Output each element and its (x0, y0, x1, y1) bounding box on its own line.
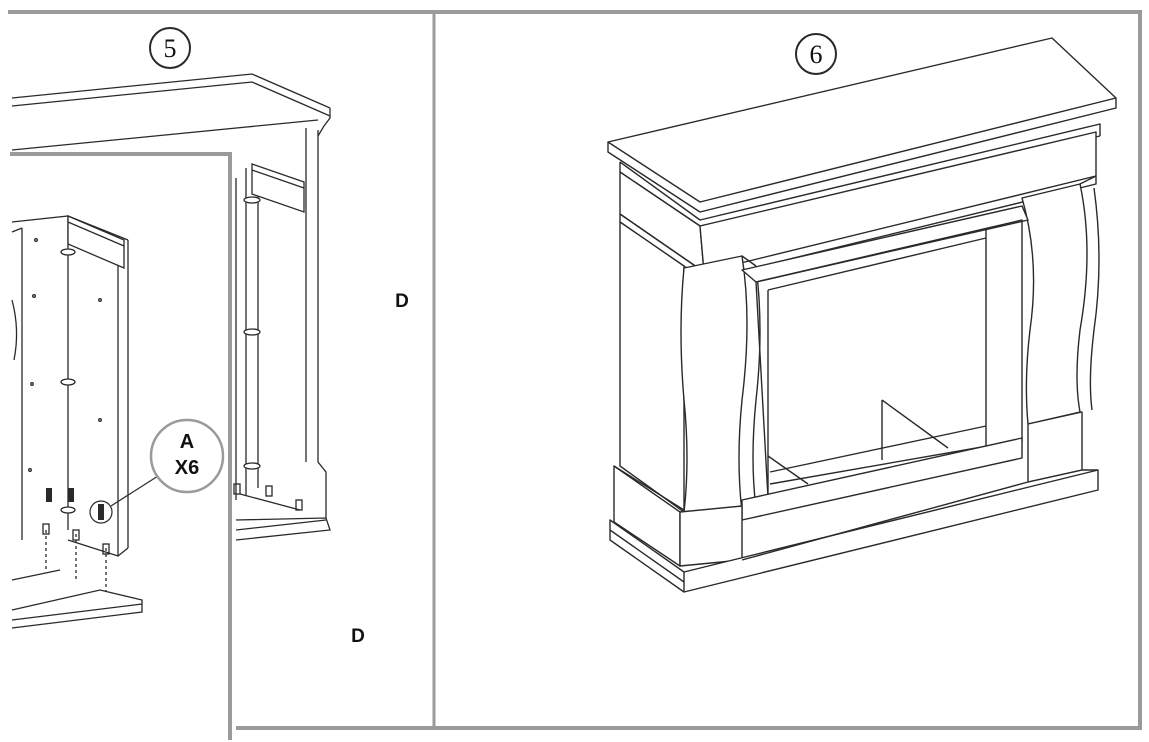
hardware-quantity: X6 (175, 457, 199, 479)
step-6-number: 6 (810, 40, 823, 69)
step-5-panel: 5 (10, 27, 409, 740)
step-6-badge: 6 (795, 33, 837, 75)
part-label-d-upper: D (395, 291, 409, 312)
step-6-panel: 6 (607, 33, 1117, 593)
hardware-callout: A X6 (149, 418, 225, 494)
outer-frame (8, 10, 1142, 730)
part-label-d-lower: D (351, 626, 365, 647)
hardware-part-letter: A (180, 431, 194, 453)
step-5-detail-inset (10, 152, 232, 740)
step-5-number: 5 (164, 34, 177, 63)
step-5-badge: 5 (149, 27, 191, 69)
assembled-fireplace (607, 37, 1117, 593)
step-5-fireplace-body (11, 73, 331, 541)
